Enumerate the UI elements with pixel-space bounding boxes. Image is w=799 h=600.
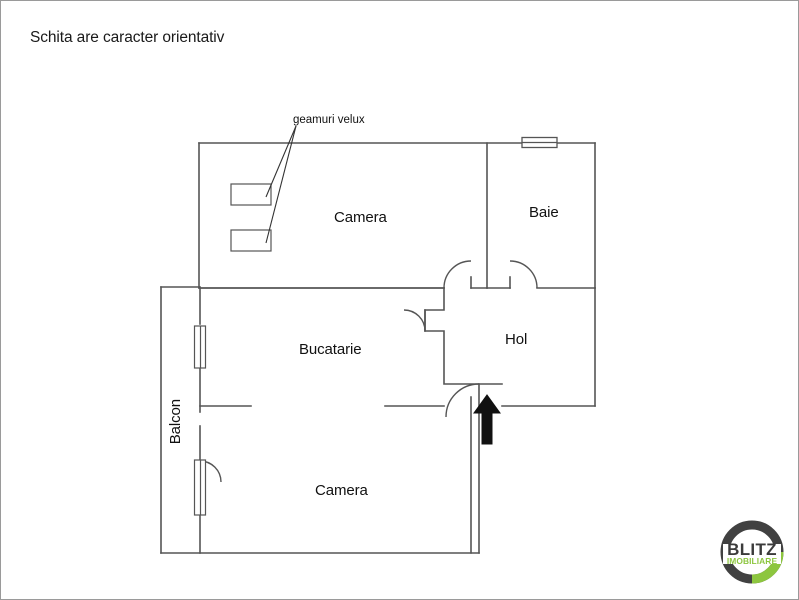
room-label-baie: Baie (529, 204, 559, 221)
logo-tagline-text: IMOBILIARE (727, 556, 778, 566)
door-arc-camera-sus (443, 260, 472, 289)
room-label-hol: Hol (505, 331, 528, 348)
entrance-arrow (473, 394, 501, 445)
room-label-camera-sus: Camera (334, 209, 387, 226)
velux-leader-lines (265, 125, 297, 244)
room-label-bucatarie: Bucatarie (299, 341, 362, 358)
door-arc-baie (509, 260, 538, 289)
window-velux-2 (230, 229, 272, 252)
window-balcon-1 (193, 325, 207, 369)
window-balcon-2 (193, 459, 207, 516)
annotation-geamuri-velux: geamuri velux (293, 114, 365, 126)
window-baie (521, 136, 558, 149)
door-arc-bucatarie (403, 309, 426, 332)
door-arc-entry (445, 383, 480, 418)
logo-brand-text: BLITZ (727, 540, 777, 559)
room-label-camera-jos: Camera (315, 482, 368, 499)
page-title: Schita are caracter orientativ (30, 29, 225, 46)
blitz-imobiliare-logo: BLITZ IMOBILIARE (717, 517, 787, 587)
room-label-balcon: Balcon (167, 399, 184, 445)
window-velux-1 (230, 183, 272, 206)
